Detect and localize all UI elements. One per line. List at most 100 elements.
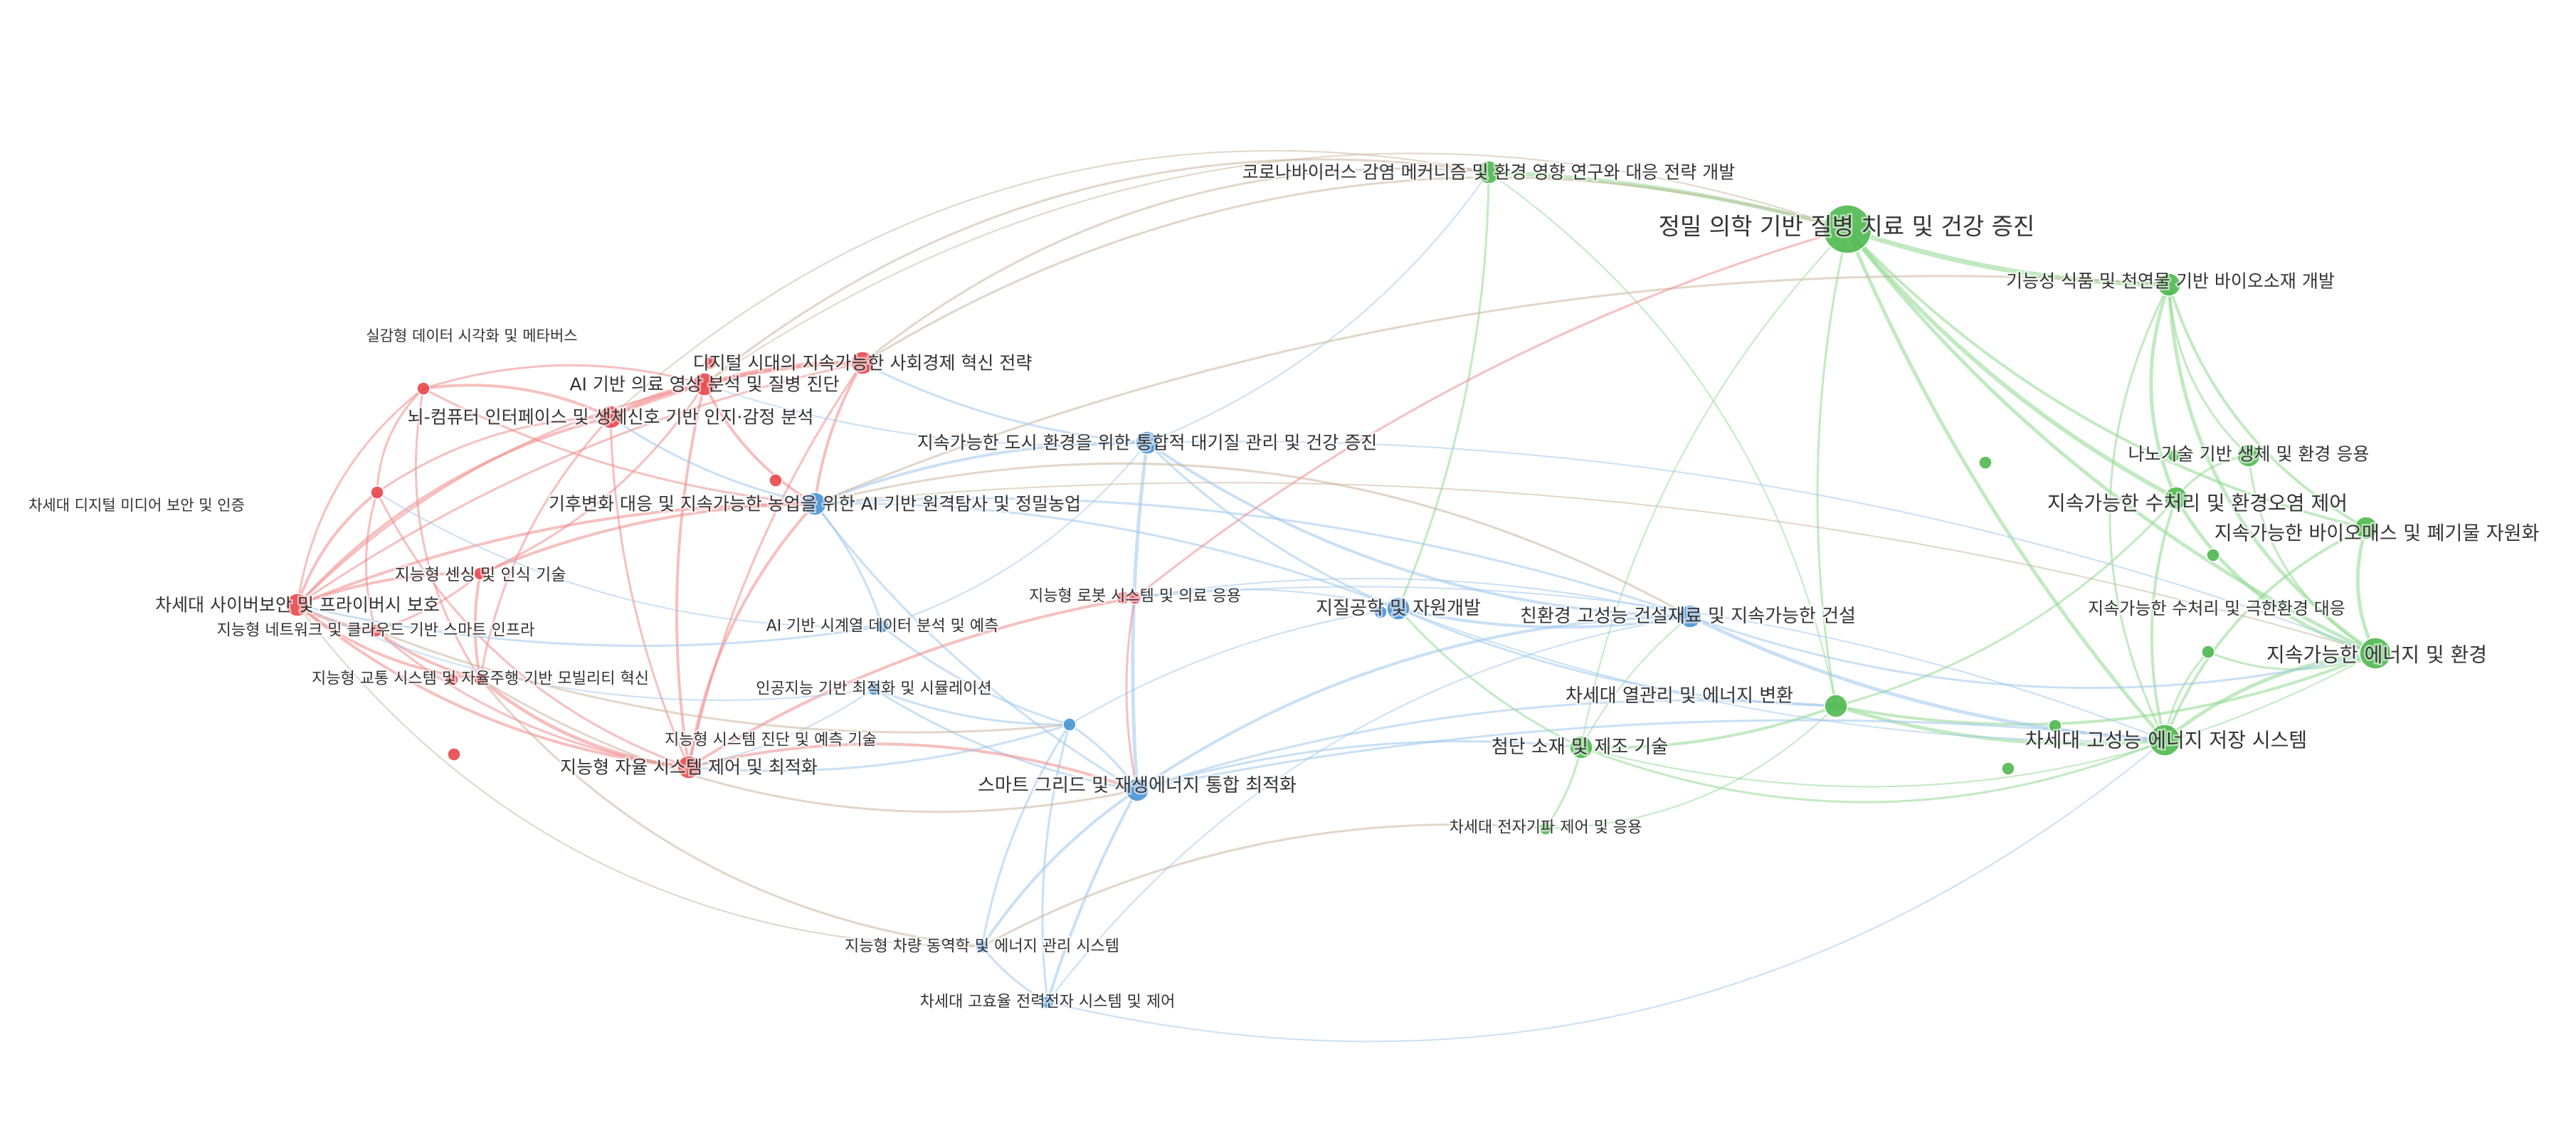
edge-n27-n17 <box>376 492 883 628</box>
edge-n22-n8 <box>814 482 2376 654</box>
edge-n30-n31 <box>374 629 482 680</box>
node-label-n7: 지속가능한 수처리 및 극한환경 대응 <box>2088 599 2345 618</box>
edge-n15-n14 <box>1146 441 1400 610</box>
edge-n24-n1 <box>704 152 1848 385</box>
minor-node[interactable] <box>447 747 461 762</box>
node-n22[interactable] <box>803 492 827 516</box>
edge-n16-n9 <box>1136 719 2166 791</box>
node-n27[interactable] <box>370 485 384 500</box>
minor-node[interactable] <box>2048 719 2062 733</box>
edge-n24-n15 <box>704 384 1148 446</box>
node-n12[interactable] <box>1538 821 1553 836</box>
edge-n18-n16 <box>872 687 1139 791</box>
minor-node[interactable] <box>445 673 459 687</box>
node-n4[interactable] <box>2237 443 2261 468</box>
edge-n23-n1 <box>861 176 1849 364</box>
edge-n2-n10 <box>1488 172 1837 707</box>
node-n24[interactable] <box>692 372 717 396</box>
edge-n32-n19 <box>687 723 1071 772</box>
node-n1[interactable] <box>1822 204 1872 254</box>
minor-node[interactable] <box>2167 448 2181 463</box>
edge-n1-n5 <box>1845 227 2178 500</box>
node-n29[interactable] <box>285 593 310 617</box>
edge-n17-n22 <box>813 502 884 628</box>
node-n28[interactable] <box>473 566 487 581</box>
node-n14[interactable] <box>1386 596 1410 621</box>
edge-n22-n13 <box>813 462 1691 618</box>
node-label-n30: 지능형 네트워크 및 클라우드 기반 스마트 인프라 <box>217 622 535 640</box>
edge-n32-n18 <box>688 688 875 768</box>
node-n9[interactable] <box>2148 724 2181 757</box>
edge-n22-n28 <box>479 502 816 575</box>
minor-node[interactable] <box>2206 548 2220 562</box>
edge-n25-n29 <box>296 416 612 606</box>
node-n25[interactable] <box>598 405 623 429</box>
node-n8[interactable] <box>2359 637 2392 670</box>
node-n15[interactable] <box>1135 431 1159 455</box>
edge-n17-n15 <box>882 442 1148 627</box>
edge-n22-n29 <box>296 502 816 606</box>
node-label-n32: 지능형 자율 시스템 제어 및 최적화 <box>560 757 818 778</box>
node-label-n13: 친환경 고성능 건설재료 및 지속가능한 건설 <box>1520 606 1856 627</box>
edge-n1-n3 <box>1844 226 2172 288</box>
node-n5[interactable] <box>2164 486 2188 510</box>
minor-node[interactable] <box>2001 762 2015 776</box>
node-n32[interactable] <box>677 755 701 779</box>
node-n26[interactable] <box>416 381 431 396</box>
node-n18[interactable] <box>867 682 881 696</box>
edge-n33-n16 <box>1125 596 1139 791</box>
node-n33[interactable] <box>1128 591 1142 605</box>
minor-node[interactable] <box>1373 605 1388 619</box>
node-label-n28: 지능형 센싱 및 인식 기술 <box>395 566 566 584</box>
minor-node[interactable] <box>703 356 717 370</box>
node-n30[interactable] <box>369 623 383 638</box>
edge-n3-n5 <box>2149 283 2178 500</box>
node-label-n27: 차세대 디지털 미디어 보안 및 인증 <box>28 497 245 514</box>
node-n10[interactable] <box>1824 694 1848 718</box>
node-n31[interactable] <box>473 672 487 686</box>
edge-n15-n8 <box>1146 441 2376 654</box>
edge-n33-n13 <box>1134 577 1691 617</box>
node-n6[interactable] <box>2354 516 2378 540</box>
minor-node[interactable] <box>1978 455 1992 470</box>
edge-n31-n20 <box>479 678 983 948</box>
edge-n24-n26 <box>422 364 706 390</box>
edge-n33-n14 <box>1134 589 1399 609</box>
edge-n15-n13 <box>1146 441 1691 618</box>
edge-n33-n9 <box>1134 586 2165 741</box>
edge-n5-n9 <box>2150 497 2178 742</box>
edge-n25-n26 <box>422 384 612 418</box>
node-label-n9: 차세대 고성능 에너지 저장 시스템 <box>2025 729 2307 752</box>
node-n17[interactable] <box>875 619 890 633</box>
node-label-n2: 코로나바이러스 감염 메커니즘 및 환경 영향 연구와 대응 전략 개발 <box>1242 162 1736 183</box>
edge-n33-n1 <box>1134 228 1849 599</box>
node-n2[interactable] <box>1477 160 1501 184</box>
node-n7[interactable] <box>2201 645 2215 659</box>
edge-n20-n12 <box>981 823 1547 948</box>
minor-node[interactable] <box>769 473 783 488</box>
node-label-n22: 기후변화 대응 및 지속가능한 농업을 위한 AI 기반 원격탐사 및 정밀농업 <box>549 494 1081 515</box>
edge-n15-n22 <box>813 441 1149 505</box>
node-label-n16: 스마트 그리드 및 재생에너지 통합 최적화 <box>978 775 1297 796</box>
node-n20[interactable] <box>975 939 989 954</box>
node-label-n18: 인공지능 기반 최적화 및 시뮬레이션 <box>756 680 992 698</box>
node-label-n20: 지능형 차량 동역학 및 에너지 관리 시스템 <box>845 938 1119 956</box>
node-n19[interactable] <box>1062 717 1077 732</box>
node-layer <box>285 160 2392 1009</box>
edge-n24-n29 <box>296 383 706 606</box>
edge-n25-n32 <box>609 416 690 769</box>
node-n13[interactable] <box>1678 604 1702 628</box>
node-n3[interactable] <box>2157 273 2181 297</box>
edge-n3-n4 <box>2168 283 2250 457</box>
node-n23[interactable] <box>850 351 875 375</box>
edge-layer <box>295 149 2377 1043</box>
node-n21[interactable] <box>1040 995 1055 1009</box>
edge-n1-n6 <box>1846 228 2368 529</box>
node-n16[interactable] <box>1125 778 1149 802</box>
node-label-n8: 지속가능한 에너지 및 환경 <box>2266 643 2487 667</box>
edge-n29-n32 <box>296 604 690 769</box>
node-n11[interactable] <box>1569 735 1593 759</box>
edge-n21-n13 <box>1047 616 1691 1003</box>
node-label-n24: AI 기반 의료 영상 분석 및 질병 진단 <box>569 374 839 395</box>
node-label-n12: 차세대 전자기파 제어 및 응용 <box>1450 819 1642 837</box>
